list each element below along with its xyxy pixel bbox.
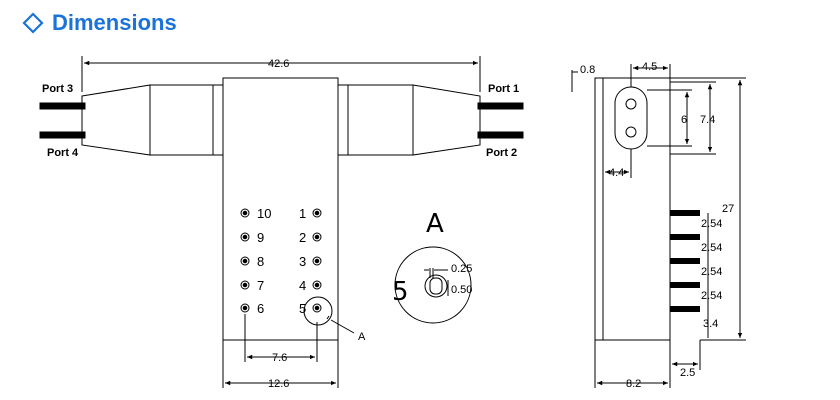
detail-circle-a (303, 296, 333, 326)
pitch-label-1: 2.54 (701, 218, 722, 230)
leader-a (330, 319, 355, 334)
slot-hole-bottom (625, 126, 637, 138)
detail-pin-slot (429, 277, 443, 295)
side-oval-slot (614, 86, 648, 150)
front-view (39, 56, 524, 388)
main-body (222, 77, 339, 341)
detail-marker-label: A (358, 331, 366, 343)
pin-label-5: 5 (299, 301, 306, 316)
front-view-labels: 42.6 Port 3 Port 4 Port 1 Port 2 10 9 8 … (42, 58, 519, 390)
fiber-port2 (477, 131, 524, 139)
right-boot (347, 84, 414, 156)
right-boot-collar (337, 84, 349, 156)
pitch-label-3: 2.54 (701, 266, 722, 278)
diamond-outline-icon (22, 12, 44, 34)
dim-slot-outer-label: 7.4 (700, 114, 715, 126)
pin-label-6: 6 (257, 301, 264, 316)
fiber-port3 (39, 102, 86, 110)
pitch-label-4: 2.54 (701, 290, 722, 302)
plus-mark-h (326, 315, 330, 320)
slot-hole-top (625, 98, 637, 110)
dim-offset-label: 4.4 (609, 167, 624, 179)
detail-pin-circle (424, 274, 448, 298)
detail-title: A (426, 209, 444, 239)
pin-label-8: 8 (257, 254, 264, 269)
dim-width-label: 8.2 (626, 378, 641, 390)
detail-dim-large-label: 0.50 (451, 284, 472, 296)
dim-08-label: 0.8 (580, 64, 595, 76)
pin-label-1: 1 (299, 206, 306, 221)
fiber-port4 (39, 131, 86, 139)
dim-top-label: 4.5 (642, 61, 657, 73)
pins-right (312, 208, 322, 313)
detail-dim-small-label: 0.25 (451, 263, 472, 275)
right-boot-taper (412, 84, 481, 156)
side-view-pins (670, 210, 700, 312)
pins-left (240, 208, 250, 313)
section-heading: Dimensions (22, 8, 177, 38)
port1-label: Port 1 (488, 83, 519, 95)
side-body (594, 77, 671, 341)
left-boot-collar (212, 84, 224, 156)
left-boot (149, 84, 214, 156)
detail-pin-number: 5 (392, 277, 409, 307)
pin-label-9: 9 (257, 230, 264, 245)
detail-view-a (394, 246, 472, 324)
pin-spacing-label: 7.6 (272, 352, 287, 364)
port2-label: Port 2 (486, 147, 517, 159)
detail-outer-circle (394, 246, 472, 324)
section-title: Dimensions (52, 10, 177, 35)
fiber-port1 (477, 102, 524, 110)
side-view (571, 64, 746, 388)
bottom-pin-label: 3.4 (703, 318, 718, 330)
pitch-label-2: 2.54 (701, 242, 722, 254)
detail-view-labels: A 5 0.25 0.50 (392, 209, 472, 307)
port3-label: Port 3 (42, 83, 73, 95)
pin-label-4: 4 (299, 278, 306, 293)
dim-pin-offset-label: 2.5 (680, 367, 695, 379)
port4-label: Port 4 (47, 147, 79, 159)
side-view-labels: 0.8 4.5 6 7.4 4.4 27 2.54 2.54 2.54 2.54… (580, 61, 734, 390)
pin-label-10: 10 (257, 206, 271, 221)
pin-label-3: 3 (299, 254, 306, 269)
overall-width-label: 42.6 (268, 58, 289, 70)
body-width-label: 12.6 (268, 378, 289, 390)
pin-label-2: 2 (299, 230, 306, 245)
pin-label-7: 7 (257, 278, 264, 293)
left-boot-taper (81, 84, 151, 156)
dim-slot-height-label: 6 (681, 114, 687, 126)
dim-height-label: 27 (722, 203, 734, 215)
